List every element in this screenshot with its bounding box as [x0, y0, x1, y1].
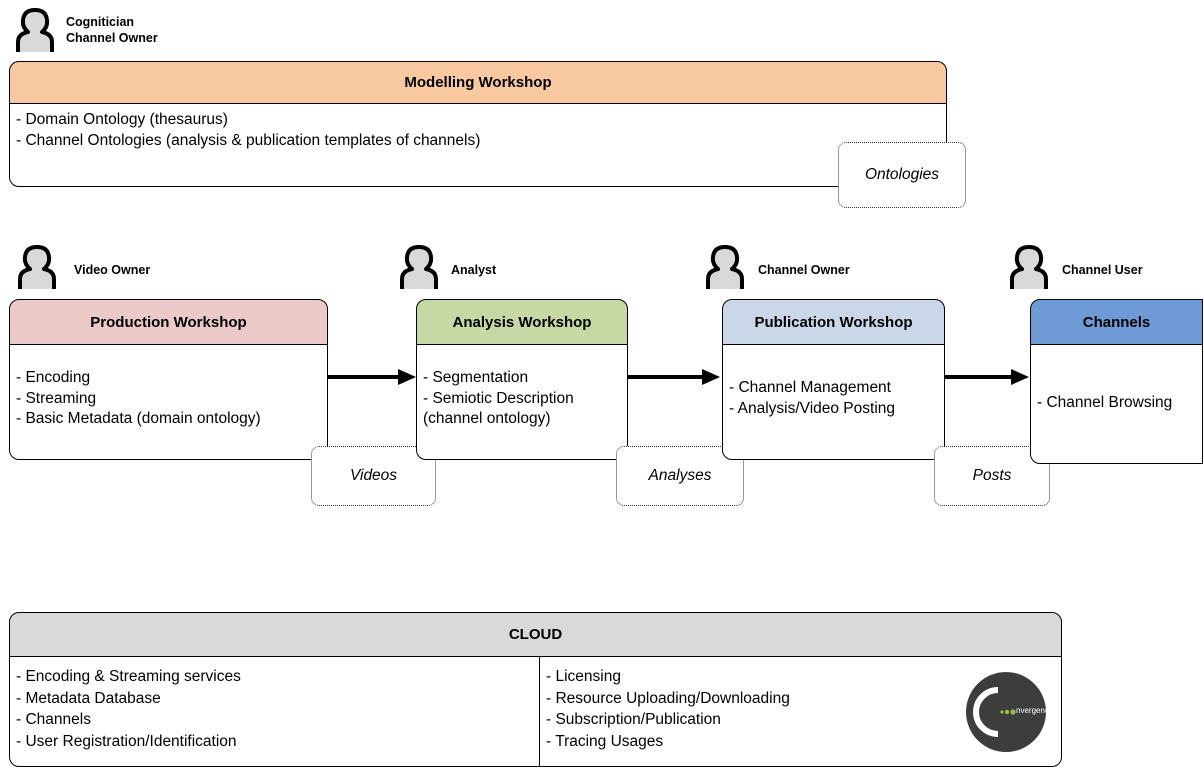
list-item: - Channel Management [729, 379, 891, 396]
arrow-icon [628, 369, 720, 385]
modelling-workshop-body: - Domain Ontology (thesaurus) - Channel … [9, 103, 947, 187]
videos-tag: Videos [311, 446, 436, 506]
tag-label: Ontologies [864, 166, 940, 183]
list-item: - Metadata Database [16, 689, 161, 707]
list-item: - Resource Uploading/Downloading [546, 689, 790, 707]
channels-title: Channels [1082, 313, 1151, 331]
analysis-workshop-header: Analysis Workshop [416, 299, 628, 345]
person-icon [1010, 245, 1048, 289]
person-icon [18, 245, 56, 289]
list-item: - Licensing [546, 668, 621, 685]
list-item: - Segmentation [423, 369, 529, 386]
role-channel-user: Channel User [1062, 263, 1143, 277]
channels-body: - Channel Browsing [1030, 344, 1203, 464]
cloud-title: CLOUD [508, 626, 563, 643]
logo-arc-icon [973, 687, 1016, 737]
list-item: (channel ontology) [423, 410, 551, 427]
cloud-header: CLOUD [9, 612, 1062, 657]
publication-workshop-header: Publication Workshop [722, 299, 945, 345]
role-channel-owner: Channel Owner [66, 31, 158, 45]
tag-label: Analyses [648, 467, 712, 484]
role-cognitician: Cognitician [66, 15, 135, 29]
list-item: - Basic Metadata (domain ontology) [16, 410, 261, 427]
role-video-owner: Video Owner [74, 263, 151, 277]
cloud-left-body: - Encoding & Streaming services - Metada… [9, 656, 540, 767]
arrow-icon [328, 369, 416, 385]
list-item: - Tracing Usages [546, 732, 664, 750]
logo-text: nvergence [1016, 706, 1046, 715]
person-icon [706, 245, 744, 289]
person-icon [400, 245, 438, 289]
convergence-logo: nvergence [966, 672, 1046, 752]
modelling-workshop-header: Modelling Workshop [9, 61, 947, 104]
list-item: - Channel Browsing [1037, 394, 1173, 411]
person-icon [16, 8, 54, 52]
tag-label: Posts [972, 467, 1012, 484]
list-item: - Encoding & Streaming services [16, 668, 241, 685]
analysis-workshop-body: - Segmentation - Semiotic Description (c… [416, 344, 628, 460]
publication-workshop-title: Publication Workshop [754, 313, 913, 331]
list-item: - Channel Ontologies (analysis & publica… [16, 131, 481, 149]
list-item: - Analysis/Video Posting [729, 399, 896, 417]
role-channel-owner: Channel Owner [758, 263, 850, 277]
list-item: - User Registration/Identification [16, 732, 237, 750]
production-workshop-header: Production Workshop [9, 299, 328, 345]
analysis-workshop-title: Analysis Workshop [452, 313, 592, 331]
list-item: - Streaming [16, 389, 97, 407]
tag-label: Videos [349, 467, 398, 484]
ontologies-tag: Ontologies [838, 142, 966, 208]
production-workshop-body: - Encoding - Streaming - Basic Metadata … [9, 344, 328, 460]
list-item: - Domain Ontology (thesaurus) [16, 111, 228, 128]
modelling-workshop-title: Modelling Workshop [404, 74, 552, 91]
production-workshop-title: Production Workshop [90, 313, 247, 331]
analyses-tag: Analyses [616, 446, 744, 506]
role-label: Cognitician Channel Owner [66, 14, 158, 46]
list-item: - Semiotic Description [423, 389, 574, 407]
list-item: - Channels [16, 711, 91, 728]
arrow-icon [945, 369, 1029, 385]
publication-workshop-body: - Channel Management - Analysis/Video Po… [722, 344, 945, 460]
list-item: - Encoding [16, 369, 91, 386]
role-analyst: Analyst [451, 263, 497, 277]
list-item: - Subscription/Publication [546, 711, 721, 728]
channels-header: Channels [1030, 299, 1203, 345]
